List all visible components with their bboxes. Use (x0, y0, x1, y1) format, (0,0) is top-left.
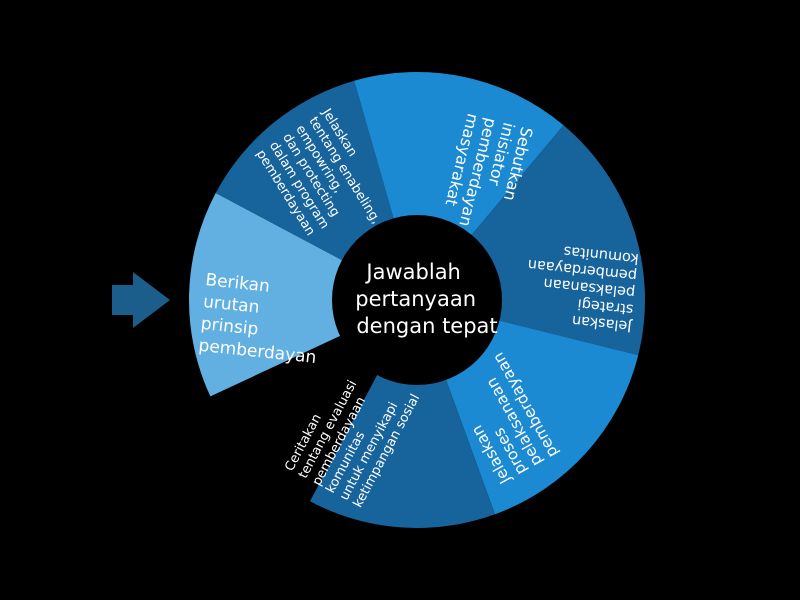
segment-label-strategi: Jelaskanstrategipelaksanaanpemberdayaank… (522, 239, 641, 334)
arrow-right-icon (112, 272, 170, 328)
wheel-segment-urutan-prinsip[interactable] (189, 193, 417, 397)
segment-label-line: komunitas (563, 243, 640, 267)
center-question: Jawablah pertanyaan dengan tepat (355, 260, 497, 338)
segment-label-line: strategi (577, 295, 634, 317)
segment-label-line: Jelaskan (571, 312, 633, 334)
center-line-3: dengan tepat (356, 314, 497, 338)
center-line-2: pertanyaan (355, 287, 476, 311)
wheel-segment-evaluasi[interactable] (310, 300, 495, 528)
center-line-1: Jawablah (364, 260, 460, 284)
wheel-center-hub (332, 215, 502, 385)
